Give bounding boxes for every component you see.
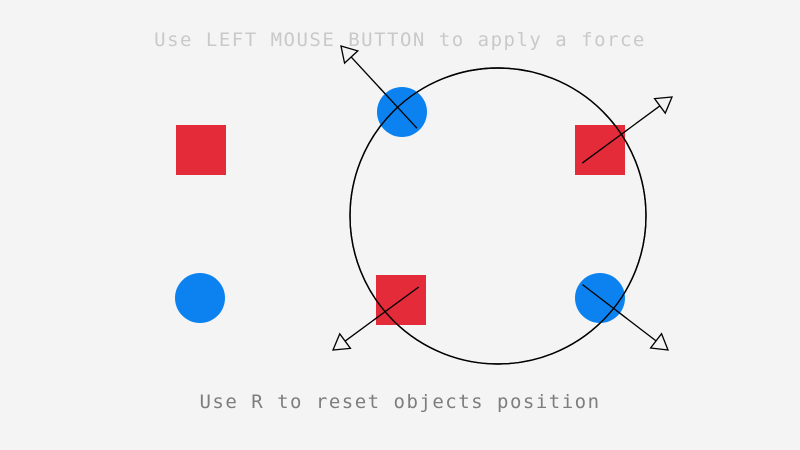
force-vector-arrowhead	[340, 45, 360, 65]
body-square[interactable]	[176, 125, 226, 175]
force-vector-arrowhead	[653, 96, 674, 115]
body-circle[interactable]	[175, 273, 225, 323]
force-vector-overlay-circle-bottom-right	[582, 284, 628, 320]
force-vector-arrowhead	[331, 332, 352, 351]
hint-text-bottom: Use R to reset objects position	[199, 391, 601, 413]
force-vector-overlay-square-right	[581, 129, 628, 164]
force-vector-arrowhead	[649, 332, 670, 351]
force-vector-overlay-square-bottom-center	[373, 286, 420, 321]
boundary-circle-overlay	[349, 67, 647, 365]
hint-text-top: Use LEFT MOUSE BUTTON to apply a force	[154, 29, 646, 51]
